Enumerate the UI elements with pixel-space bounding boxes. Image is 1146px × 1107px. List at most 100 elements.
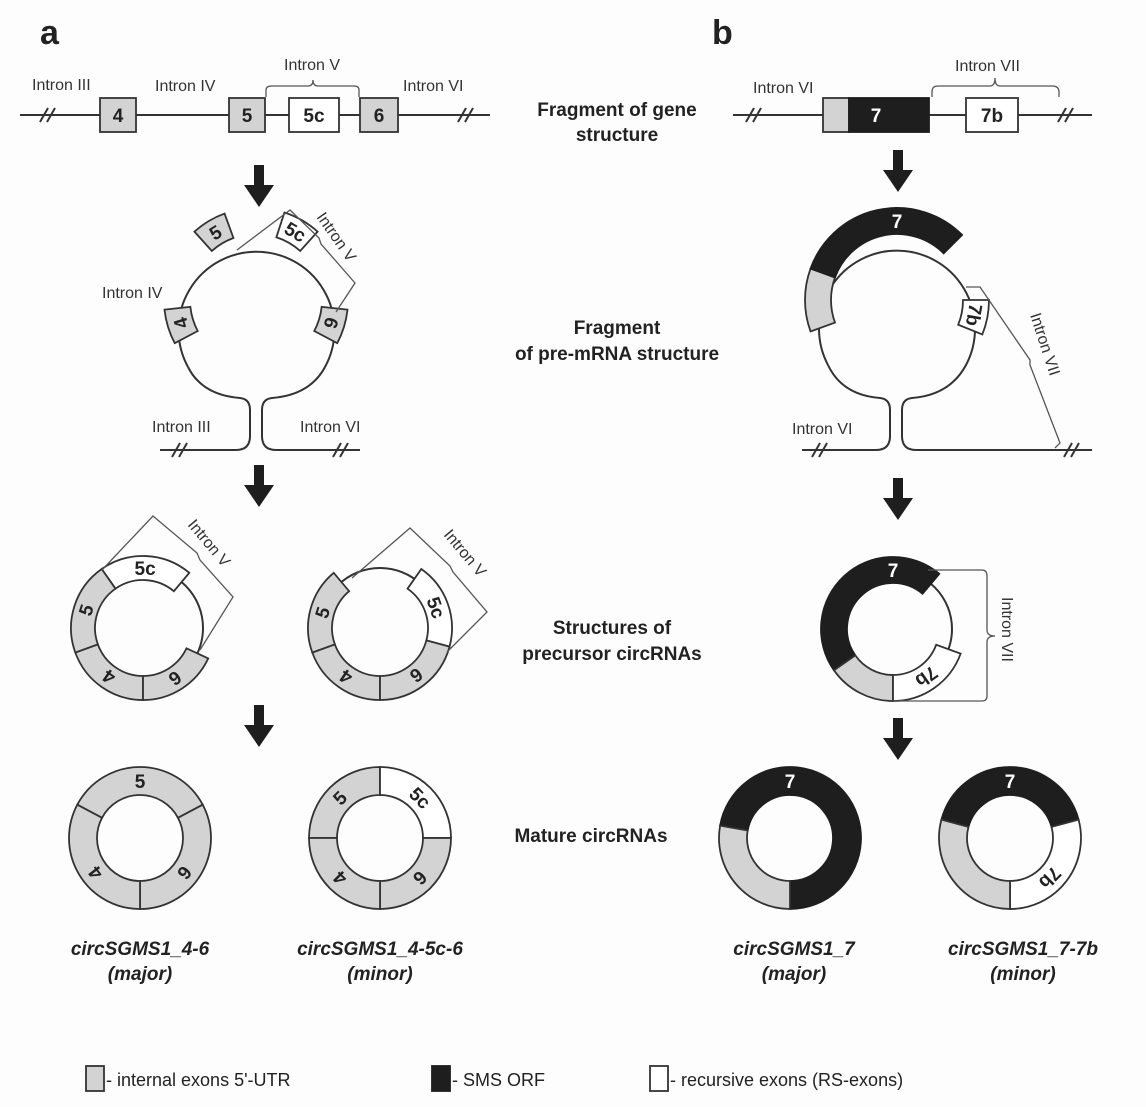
intron-v-bracket: [351, 527, 488, 653]
panel-label-a: a: [40, 14, 60, 52]
break-mark-icon: [457, 107, 474, 123]
exon-4-label: 4: [113, 106, 124, 127]
product-b-minor-name: circSGMS1_7-7b: [948, 939, 1098, 960]
intron-vi-label: Intron VI: [403, 78, 463, 95]
exon-label-e5c: 5c: [135, 559, 157, 580]
product-a-major-tag: (major): [108, 964, 172, 985]
exon-segment-e4: [163, 305, 199, 345]
exon-segment-null: [718, 824, 791, 910]
exon-label-e7b: 7b: [961, 302, 986, 327]
exon-7-label: 7: [871, 106, 882, 127]
intron-v-label: Intron V: [284, 57, 340, 74]
intron-vii-bracket: [931, 77, 1060, 97]
down-arrow-icon: [244, 705, 274, 747]
down-arrow-icon: [244, 165, 274, 207]
exon-segment-e5c: [275, 211, 319, 253]
product-a-minor-name: circSGMS1_4-5c-6: [297, 939, 463, 960]
exon-segment-e5: [307, 571, 351, 654]
exon-segment-e6: [379, 639, 451, 701]
exon-segment-e4: [311, 643, 381, 701]
exon-segment-e4: [68, 803, 141, 910]
exon-segment-e4: [74, 643, 144, 701]
intron-iv-label: Intron IV: [155, 78, 216, 95]
intron-vii-bracket: [966, 286, 1061, 449]
exon-6-label: 6: [374, 106, 385, 127]
intron-v-label: Intron V: [313, 210, 359, 266]
exon-segment-null: [804, 267, 837, 333]
exon-segment-null: [938, 818, 1011, 910]
panel-label-b: b: [712, 14, 733, 52]
intron-vi-label: Intron VI: [753, 80, 813, 97]
exon-7-utr-part: [822, 97, 850, 133]
exon-segment-e5: [193, 212, 235, 253]
precursor-circrna-b: 77b: [820, 556, 962, 702]
intron-v-bracket: [236, 209, 356, 313]
stage-premrna-line2: of pre-mRNA structure: [515, 344, 719, 365]
exon-label-e7: 7: [892, 212, 903, 233]
intron-iv-label: Intron IV: [102, 285, 163, 302]
flow-arrows: [244, 150, 913, 760]
exon-7b-box: [965, 97, 1019, 133]
exon-7b-label: 7b: [981, 106, 1003, 127]
product-b-major-name: circSGMS1_7: [733, 939, 856, 960]
stage-premrna-line1: Fragment: [574, 318, 661, 339]
exon-segment-e6: [139, 803, 212, 910]
product-b-minor-tag: (minor): [990, 964, 1055, 985]
break-mark-icon: [332, 442, 349, 458]
gene-structure-a: 4 5 5c 6 Intron III Intron IV Intron V I…: [20, 57, 490, 133]
exon-segment-e7: [820, 556, 941, 672]
exon-segment-null: [832, 654, 894, 702]
exon-label-e7: 7: [1005, 772, 1016, 793]
down-arrow-icon: [244, 465, 274, 507]
intron-v-label: Intron V: [440, 527, 489, 581]
exon-5c-box: [288, 97, 340, 133]
product-a-major-name: circSGMS1_4-6: [71, 939, 210, 960]
mature-circrna-b-minor: 77b: [938, 766, 1082, 910]
exon-segment-e7b: [1009, 818, 1082, 910]
exon-5-label: 5: [242, 106, 253, 127]
exon-segment-e7: [809, 207, 964, 279]
premrna-stem: [160, 366, 251, 451]
product-b-major-tag: (major): [762, 964, 826, 985]
exon-label-e7: 7: [785, 772, 796, 793]
intron-vii-label: Intron VII: [955, 58, 1020, 75]
intron-iii-label: Intron III: [32, 77, 91, 94]
gene-structure-b: 7 7b Intron VI Intron VII: [733, 58, 1092, 133]
legend-label-utr: - internal exons 5'-UTR: [106, 1070, 291, 1090]
exon-segment-e5: [70, 567, 117, 654]
intron-iii-label: Intron III: [152, 419, 211, 436]
down-arrow-icon: [883, 478, 913, 520]
mature-circrna-b-major: 7: [718, 766, 862, 910]
exon-label-e7: 7: [888, 561, 899, 582]
stage-mature: Mature circRNAs: [514, 826, 667, 847]
stage-gene-line1: Fragment of gene: [537, 100, 696, 121]
legend: - internal exons 5'-UTR - SMS ORF - recu…: [85, 1065, 903, 1092]
exon-6-box: [359, 97, 399, 133]
break-mark-icon: [171, 442, 188, 458]
down-arrow-icon: [883, 718, 913, 760]
legend-swatch-gray: [85, 1065, 105, 1092]
exon-segment-e7: [940, 766, 1080, 828]
exon-label-e5: 5: [135, 772, 146, 793]
exon-segment-e7: [719, 766, 862, 910]
exon-7-orf-part: [848, 97, 930, 133]
legend-label-orf: - SMS ORF: [452, 1070, 545, 1090]
break-mark-icon: [745, 107, 762, 123]
intron-vi-label: Intron VI: [300, 419, 360, 436]
exon-segment-e6: [142, 647, 210, 701]
break-mark-icon: [1057, 107, 1074, 123]
break-mark-icon: [39, 107, 56, 123]
intron-vi-label: Intron VI: [792, 421, 852, 438]
exon-segment-e5c: [100, 555, 191, 593]
stage-precursor-line1: Structures of: [553, 618, 672, 639]
intron-vii-bracket: [893, 569, 996, 702]
legend-label-rs: - recursive exons (RS-exons): [670, 1070, 903, 1090]
intron-v-bracket: [101, 515, 234, 651]
stage-precursor-line2: precursor circRNAs: [522, 644, 702, 665]
product-a-minor-tag: (minor): [347, 964, 412, 985]
